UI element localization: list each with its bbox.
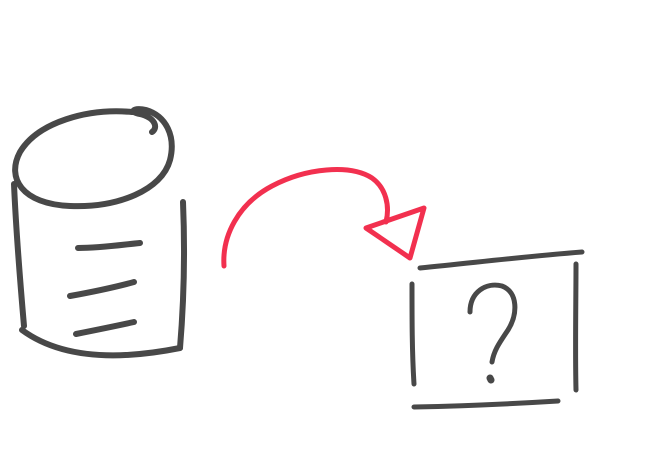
box-left-edge — [409, 281, 417, 387]
arrow-shaft — [221, 167, 390, 269]
question-mark-dot — [486, 374, 495, 384]
box-top-edge — [417, 249, 585, 271]
database-left-wall — [11, 181, 27, 329]
curved-arrow-icon — [221, 167, 427, 269]
database-cylinder-icon — [11, 106, 187, 359]
database-line-2 — [67, 279, 137, 299]
question-mark-hook — [467, 282, 518, 365]
box-bottom-edge — [411, 398, 561, 410]
database-bottom-curve — [19, 327, 183, 359]
database-right-wall — [177, 199, 187, 351]
arrow-head — [363, 205, 427, 261]
database-top-ellipse — [12, 106, 175, 210]
database-line-1 — [75, 240, 143, 251]
unknown-box-icon — [409, 249, 585, 410]
database-line-3 — [73, 319, 137, 337]
